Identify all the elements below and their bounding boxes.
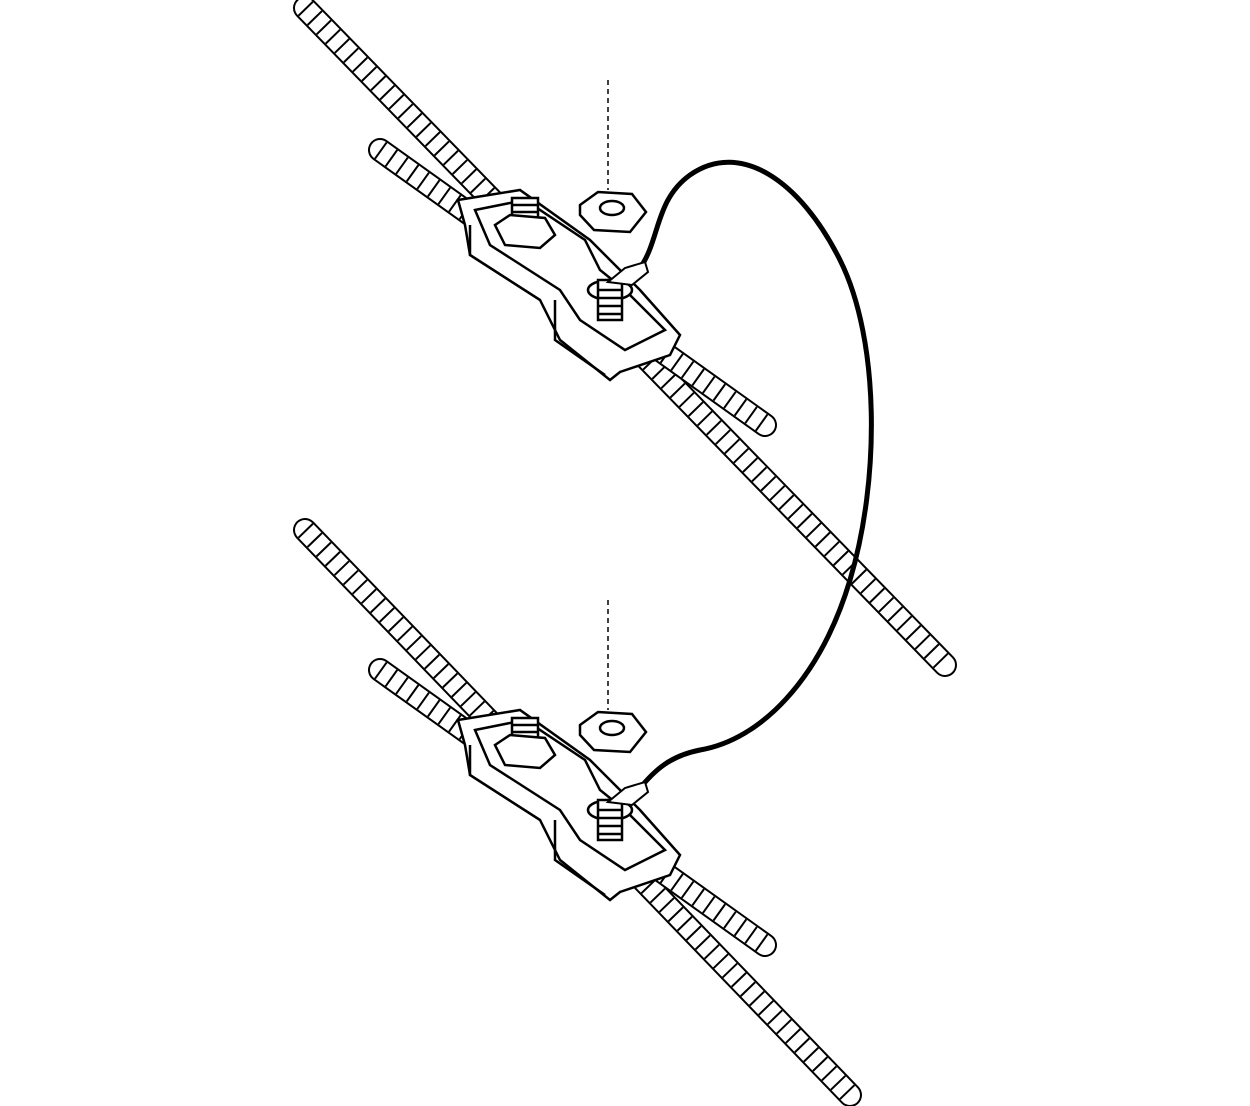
upper-clamp-assembly xyxy=(293,0,957,677)
upper-nut xyxy=(578,190,648,234)
lower-clamp-body xyxy=(456,708,682,902)
jumper-wire xyxy=(605,159,874,807)
upper-bolt-left xyxy=(493,196,557,250)
upper-wire-lug xyxy=(605,260,650,287)
lower-clamp-assembly xyxy=(293,518,862,1106)
lower-bolt-left xyxy=(493,716,557,770)
lower-wire-lug xyxy=(605,780,650,807)
lower-bolt-right xyxy=(586,798,634,842)
lower-nut xyxy=(578,710,648,754)
upper-clamp-body xyxy=(456,188,682,382)
upper-bolt-right xyxy=(586,278,634,322)
